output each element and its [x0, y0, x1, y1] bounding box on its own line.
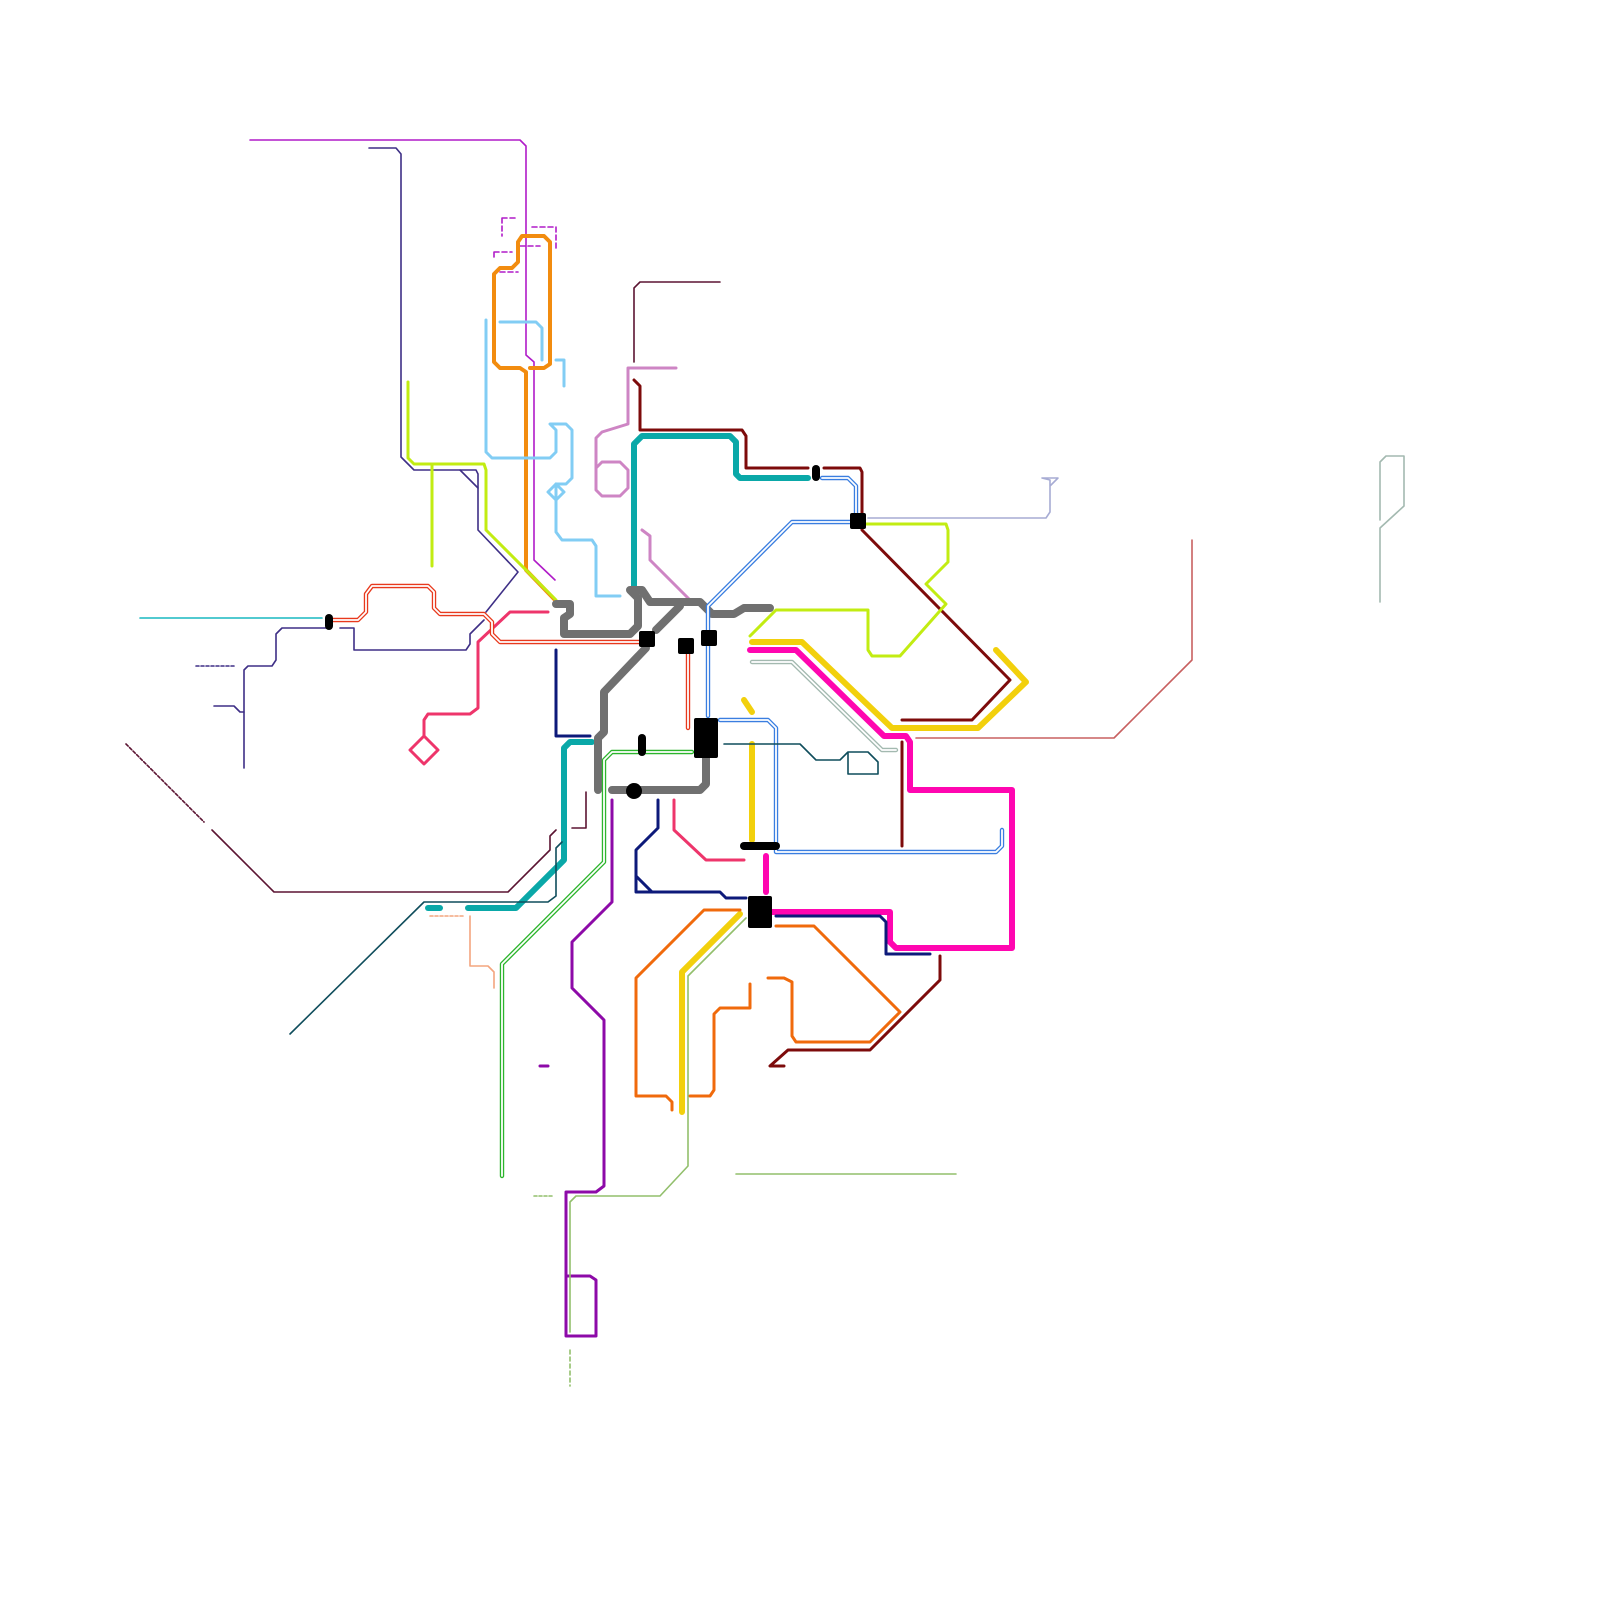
- red-pink-line: [408, 610, 746, 862]
- hot-pink-line: [747, 647, 1015, 951]
- station[interactable]: [850, 513, 866, 529]
- station[interactable]: [325, 614, 333, 630]
- station[interactable]: [701, 630, 717, 646]
- stations: [325, 465, 866, 928]
- station[interactable]: [626, 783, 642, 799]
- purple-line: [538, 798, 614, 1338]
- green-double-line: [499, 749, 695, 1179]
- lime-line: [406, 380, 950, 658]
- sage-line: [749, 455, 1405, 753]
- navy-line: [554, 648, 932, 956]
- grey-line: [552, 586, 774, 794]
- station[interactable]: [639, 631, 655, 647]
- light-blue-line: [484, 318, 622, 598]
- station[interactable]: [740, 842, 780, 850]
- orange-line: [492, 234, 557, 602]
- violet-line: [249, 139, 557, 581]
- orchid-line: [594, 366, 692, 602]
- dark-teal-line: [289, 743, 879, 1035]
- salmon-line: [915, 539, 1193, 739]
- station[interactable]: [812, 465, 820, 481]
- maroon-line: [632, 378, 1012, 1068]
- station[interactable]: [694, 718, 718, 758]
- station[interactable]: [638, 734, 646, 756]
- blue-double-line: [705, 475, 1005, 855]
- gold-line: [679, 639, 1029, 1115]
- indigo-line: [195, 147, 519, 769]
- light-green-line: [533, 917, 957, 1387]
- teal-line: [425, 433, 811, 911]
- peach-line: [429, 915, 495, 989]
- orange-south-line: [634, 908, 902, 1112]
- station[interactable]: [748, 896, 772, 928]
- station[interactable]: [678, 638, 694, 654]
- plum-line: [125, 281, 721, 893]
- lavender-line: [867, 477, 1059, 519]
- red-double-line: [327, 583, 691, 731]
